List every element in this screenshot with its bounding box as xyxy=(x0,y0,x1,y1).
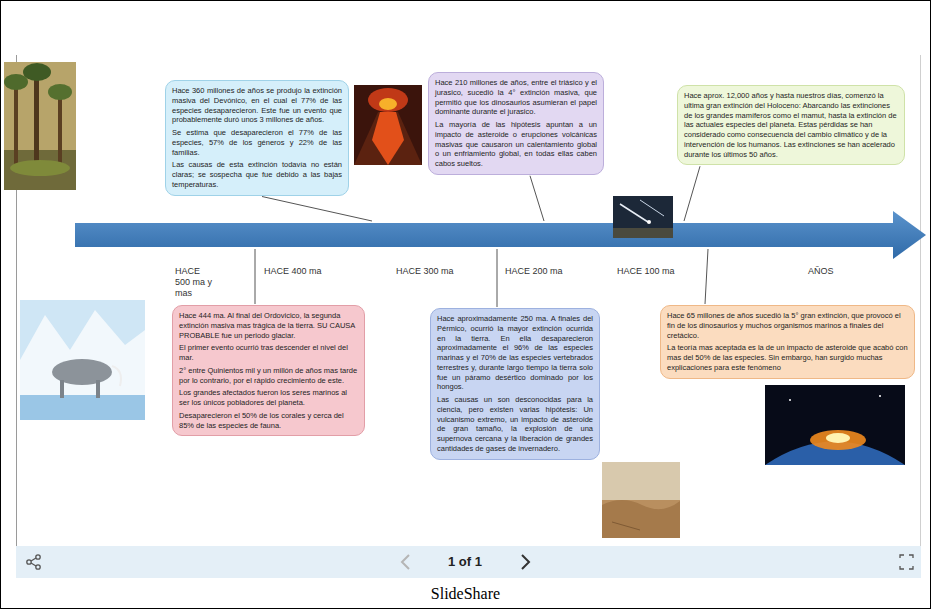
callout-text: Las causas de esta extinción todavía no … xyxy=(172,160,342,189)
slide-edge xyxy=(920,55,921,546)
impact-core xyxy=(826,433,850,443)
leader-line xyxy=(530,176,544,221)
callout-box: Hace 65 millones de años sucedió la 5° g… xyxy=(660,305,915,379)
corner xyxy=(909,566,913,569)
meteor xyxy=(647,220,651,224)
page-counter: 1 of 1 xyxy=(430,554,500,570)
share-line xyxy=(31,563,36,566)
corner xyxy=(900,566,904,569)
callout-text: Hace 65 millones de años sucedió la 5° g… xyxy=(667,311,908,340)
desert-sky xyxy=(602,462,680,538)
timeline-arrow xyxy=(75,211,926,259)
tree-trunk xyxy=(14,80,18,170)
leader-line xyxy=(255,249,256,304)
share-dot xyxy=(36,565,40,569)
share-line xyxy=(31,558,36,561)
night-sky xyxy=(613,196,673,238)
fullscreen-icon xyxy=(900,555,913,569)
callout-box: Hace 360 millones de años se produjo la … xyxy=(165,80,349,196)
callout-text: La mayoría de las hipótesis apuntan a un… xyxy=(435,120,597,169)
callout-text: El primer evento ocurrió tras descender … xyxy=(179,343,358,363)
axis-label: AÑOS xyxy=(808,266,834,277)
ice-age-picture xyxy=(20,300,145,420)
callout-text: Se estima que desaparecieron el 77% de l… xyxy=(172,128,342,157)
eruption-core xyxy=(379,98,397,110)
tree-trunk xyxy=(34,70,39,170)
callout-text: Hace aproximadamente 250 ma. A finales d… xyxy=(437,314,593,392)
frozen-water xyxy=(20,395,145,420)
axis-label: HACE 200 ma xyxy=(505,266,563,277)
share-icon xyxy=(27,555,40,569)
callout-text: Hace 360 millones de años se produjo la … xyxy=(172,86,342,125)
eruption xyxy=(368,88,408,112)
callout-box: Hace 444 ma. Al final del Ordovicico, la… xyxy=(172,305,365,436)
previous-arrow xyxy=(402,555,409,569)
corner xyxy=(909,555,913,558)
callout-text: Hace 210 millones de años, entre el triá… xyxy=(435,78,597,117)
impact-flash xyxy=(810,430,866,450)
callout-box: Hace aprox. 12,000 años y hasta nuestros… xyxy=(677,85,905,165)
callout-text: Desaparecieron el 50% de los corales y c… xyxy=(179,411,358,431)
leader-line xyxy=(262,197,372,222)
skeleton-leg xyxy=(96,380,100,398)
desert-ground xyxy=(602,500,680,538)
axis-label: HACE 300 ma xyxy=(396,266,454,277)
meteor-picture xyxy=(613,196,673,238)
volcano-picture xyxy=(354,85,422,165)
callout-text: Hace 444 ma. Al final del Ordovicico, la… xyxy=(179,311,358,340)
tree-crown xyxy=(23,63,51,81)
callout-text: Hace aprox. 12,000 años y hasta nuestros… xyxy=(684,91,898,159)
tree-crown xyxy=(4,74,28,90)
tusk xyxy=(112,366,121,386)
volcano-sky xyxy=(354,85,422,165)
leader-line xyxy=(705,249,708,304)
leader-line xyxy=(497,249,498,307)
caption: SlideShare xyxy=(0,584,931,603)
crack xyxy=(612,522,640,530)
lava-flow xyxy=(372,112,404,165)
meteor-streak xyxy=(620,204,648,222)
tree-trunk xyxy=(58,90,62,170)
star xyxy=(789,399,791,401)
meteor-streak xyxy=(640,200,664,216)
next-arrow xyxy=(522,555,529,569)
ferns xyxy=(10,160,70,176)
space xyxy=(765,385,905,465)
ice-sky xyxy=(20,300,145,420)
share-dot xyxy=(36,555,40,559)
corner xyxy=(900,555,904,558)
callout-text: La teoría mas aceptada es la de un impac… xyxy=(667,343,908,372)
forest-picture xyxy=(4,62,76,190)
desert-picture xyxy=(602,462,680,538)
callout-text: Las causas un son desconocidas para la c… xyxy=(437,395,593,454)
horizon xyxy=(613,228,673,238)
callout-text: Los grandes afectados fueron los seres m… xyxy=(179,388,358,408)
ice-mountains xyxy=(20,310,145,420)
star xyxy=(879,395,881,397)
share-dot xyxy=(27,560,31,564)
volcano-cone xyxy=(354,112,422,165)
axis-label: HACE 500 ma y mas xyxy=(175,266,213,298)
leader-line xyxy=(684,166,700,221)
tree-crown xyxy=(48,84,72,100)
dunes xyxy=(602,500,680,538)
impact-picture xyxy=(765,385,905,465)
callout-box: Hace 210 millones de años, entre el triá… xyxy=(428,72,604,175)
callout-text: 2° entre Quinientos mil y un millón de a… xyxy=(179,366,358,386)
viewer-toolbar xyxy=(16,546,921,578)
axis-label: HACE 100 ma xyxy=(617,266,675,277)
forest-sky xyxy=(4,62,76,190)
skeleton-leg xyxy=(60,380,64,398)
axis-label: HACE 400 ma xyxy=(264,266,322,277)
callout-box: Hace aproximadamente 250 ma. A finales d… xyxy=(430,308,600,460)
